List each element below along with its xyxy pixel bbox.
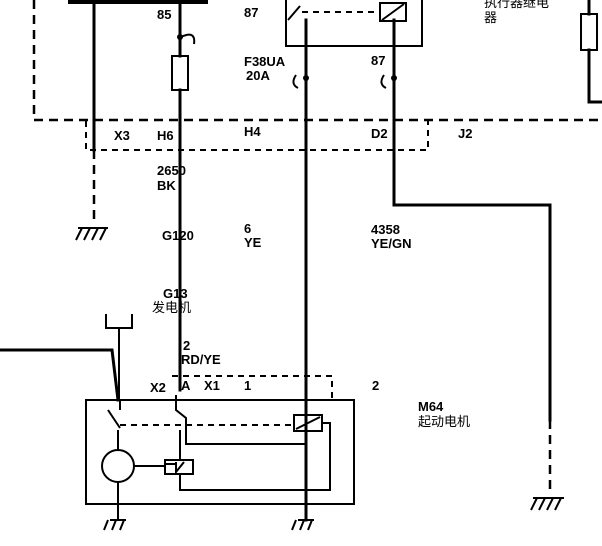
relay-name-line1: 执行器继电 bbox=[484, 0, 549, 11]
wire-ye-label: YE bbox=[244, 235, 262, 250]
connector-x2-label: X2 bbox=[150, 380, 166, 395]
wire-bk-label: BK bbox=[157, 178, 176, 193]
right-relay-fuse bbox=[580, 0, 602, 104]
connector-x1-label: X1 bbox=[204, 378, 220, 393]
connector-x3-label: X3 bbox=[114, 128, 130, 143]
wire-2650-label: 2650 bbox=[157, 163, 186, 178]
ground-symbol-left bbox=[75, 227, 108, 241]
generator-label: 发电机 bbox=[152, 300, 191, 316]
motor-id-label: M64 bbox=[418, 399, 444, 414]
starter-motor-module bbox=[0, 314, 355, 531]
actuator-relay bbox=[285, 0, 423, 47]
fuse-name-label: F38UA bbox=[244, 54, 286, 69]
wire-yegn-label: YE/GN bbox=[371, 236, 411, 251]
wire-2-label: 2 bbox=[183, 338, 190, 353]
wire-6-label: 6 bbox=[244, 221, 251, 236]
pin-1-label: 1 bbox=[244, 378, 251, 393]
connector-g13-label: G13 bbox=[163, 286, 188, 301]
pin-85-label: 85 bbox=[157, 7, 171, 22]
pin-87-top-label: 87 bbox=[244, 5, 258, 20]
connector-h6-label: H6 bbox=[157, 128, 174, 143]
connector-d2-label: D2 bbox=[371, 126, 388, 141]
pin-a-label: A bbox=[181, 378, 191, 393]
relay-name-line2: 器 bbox=[484, 11, 497, 26]
bus-bar bbox=[68, 0, 208, 4]
connector-j2-label: J2 bbox=[458, 126, 472, 141]
pin-87-right-label: 87 bbox=[371, 53, 385, 68]
connector-h4-label: H4 bbox=[244, 124, 261, 139]
wire-rdye-label: RD/YE bbox=[181, 352, 221, 367]
pin-2-label: 2 bbox=[372, 378, 379, 393]
wire-4358-yegn bbox=[380, 18, 552, 495]
ground-symbol-right bbox=[530, 497, 564, 511]
fuse-rating-label: 20A bbox=[246, 68, 270, 83]
ground-g120-label: G120 bbox=[162, 228, 194, 243]
wire-6-ye bbox=[292, 18, 309, 522]
motor-name-label: 起动电机 bbox=[418, 415, 470, 430]
fuse-block-boundary bbox=[32, 0, 602, 151]
wire-4358-label: 4358 bbox=[371, 222, 400, 237]
